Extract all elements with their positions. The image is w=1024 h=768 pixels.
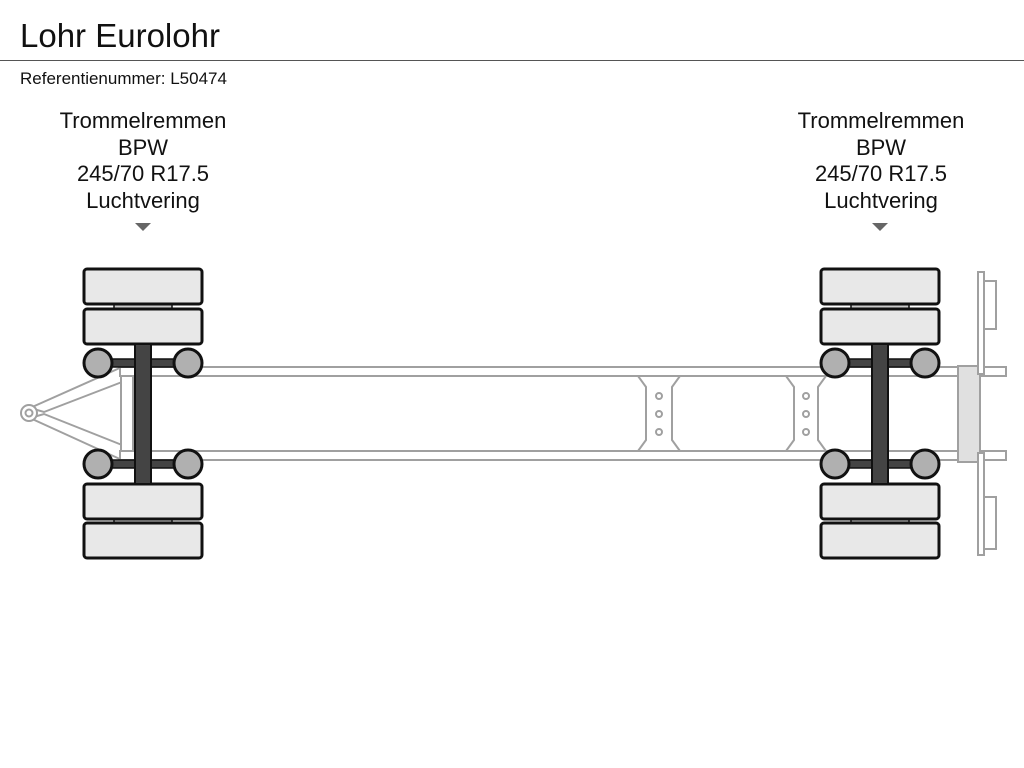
axle-brand: BPW (117, 134, 169, 160)
drawbar (20, 365, 123, 462)
hub-icon (819, 347, 851, 379)
hub-icon (82, 448, 114, 480)
hub-icon (909, 448, 941, 480)
rear-bumper (957, 271, 997, 556)
rear-axle (819, 267, 941, 560)
cross-member-2 (784, 375, 828, 452)
axle-tire-size: 245/70 R17.5 (814, 161, 948, 186)
axle-beam-front (134, 343, 152, 485)
axle-marker-rear (872, 223, 888, 231)
page-title: Lohr Eurolohr (20, 17, 220, 54)
frame-rails (119, 366, 1007, 461)
hub-icon (172, 448, 204, 480)
axle-spec-front: Trommelremmen BPW 245/70 R17.5 Luchtveri… (33, 108, 253, 214)
axle-suspension: Luchtvering (824, 187, 938, 213)
wheel-front-right-inner (82, 482, 204, 521)
hub-icon (172, 347, 204, 379)
axle-marker-front (135, 223, 151, 231)
hub-icon (819, 448, 851, 480)
wheel-rear-left-inner (819, 307, 941, 346)
axle-brake-type: Trommelremmen (59, 108, 227, 133)
wheel-rear-right-inner (819, 482, 941, 521)
axle-beam-rear (871, 343, 889, 485)
axle-brake-type: Trommelremmen (797, 108, 965, 133)
axle-suspension: Luchtvering (86, 187, 200, 213)
wheel-rear-right-outer (819, 521, 941, 560)
axle-brand: BPW (855, 134, 907, 160)
title-divider (0, 60, 1024, 61)
wheel-front-right-outer (82, 521, 204, 560)
wheel-front-left-inner (82, 307, 204, 346)
hub-icon (82, 347, 114, 379)
wheel-rear-left-outer (819, 267, 941, 306)
hub-icon (909, 347, 941, 379)
cross-member-1 (636, 375, 682, 452)
axle-tire-size: 245/70 R17.5 (76, 161, 210, 186)
wheel-front-left-outer (82, 267, 204, 306)
reference-number: Referentienummer: L50474 (20, 69, 227, 88)
front-axle (82, 267, 204, 560)
axle-spec-rear: Trommelremmen BPW 245/70 R17.5 Luchtveri… (771, 108, 991, 214)
